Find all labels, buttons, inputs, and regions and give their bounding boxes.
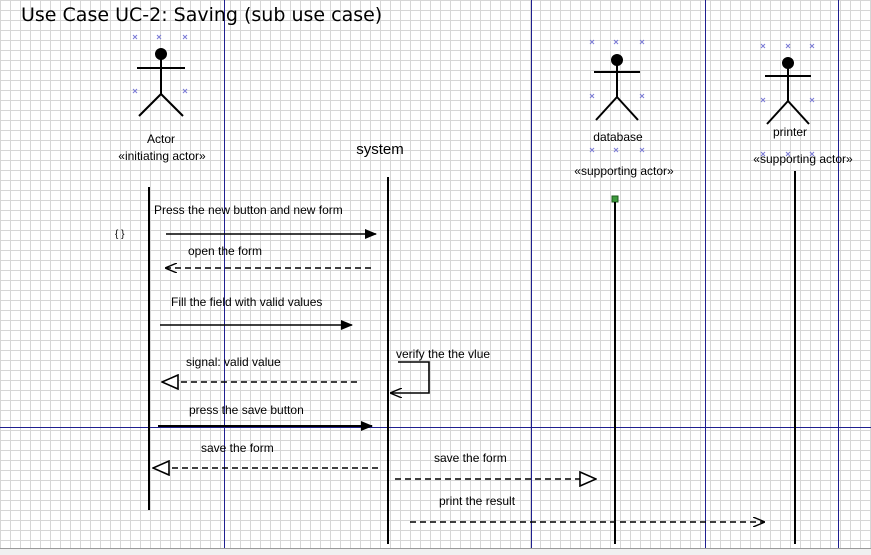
printer-name: printer xyxy=(773,125,807,139)
message-label: Press the new button and new form xyxy=(154,203,343,217)
actor-stereotype: «initiating actor» xyxy=(118,149,206,163)
actor-name: Actor xyxy=(147,132,175,146)
message-label: save the form xyxy=(434,451,507,465)
message-label: signal: valid value xyxy=(186,355,281,369)
constraint-braces[interactable]: { } xyxy=(115,229,125,240)
database-anchor-handle[interactable] xyxy=(611,195,619,203)
actor-participant[interactable]: Actor «initiating actor» xyxy=(118,34,206,163)
printer-stereotype: «supporting actor» xyxy=(753,152,853,166)
message-label: print the result xyxy=(439,494,516,508)
canvas-bottom-strip xyxy=(0,549,871,555)
message-label: verify the the vlue xyxy=(396,347,490,361)
selection-handles[interactable] xyxy=(760,43,815,157)
selection-handles[interactable] xyxy=(132,34,188,94)
self-message-arrow[interactable] xyxy=(391,361,430,393)
database-participant[interactable]: database «supporting actor» xyxy=(574,39,674,178)
printer-actor-figure-icon xyxy=(765,57,811,125)
message-label: press the save button xyxy=(189,403,304,417)
printer-participant[interactable]: printer «supporting actor» xyxy=(753,43,853,166)
system-name: system xyxy=(356,141,404,158)
message-label: Fill the field with valid values xyxy=(171,295,322,309)
message-label: open the form xyxy=(188,244,262,258)
database-stereotype: «supporting actor» xyxy=(574,164,674,178)
diagram-title: Use Case UC-2: Saving (sub use case) xyxy=(21,4,382,26)
selection-handles[interactable] xyxy=(589,39,645,153)
database-name: database xyxy=(593,130,643,144)
message-label: save the form xyxy=(201,441,274,455)
actor-figure-icon xyxy=(137,48,185,117)
database-actor-figure-icon xyxy=(594,54,640,121)
